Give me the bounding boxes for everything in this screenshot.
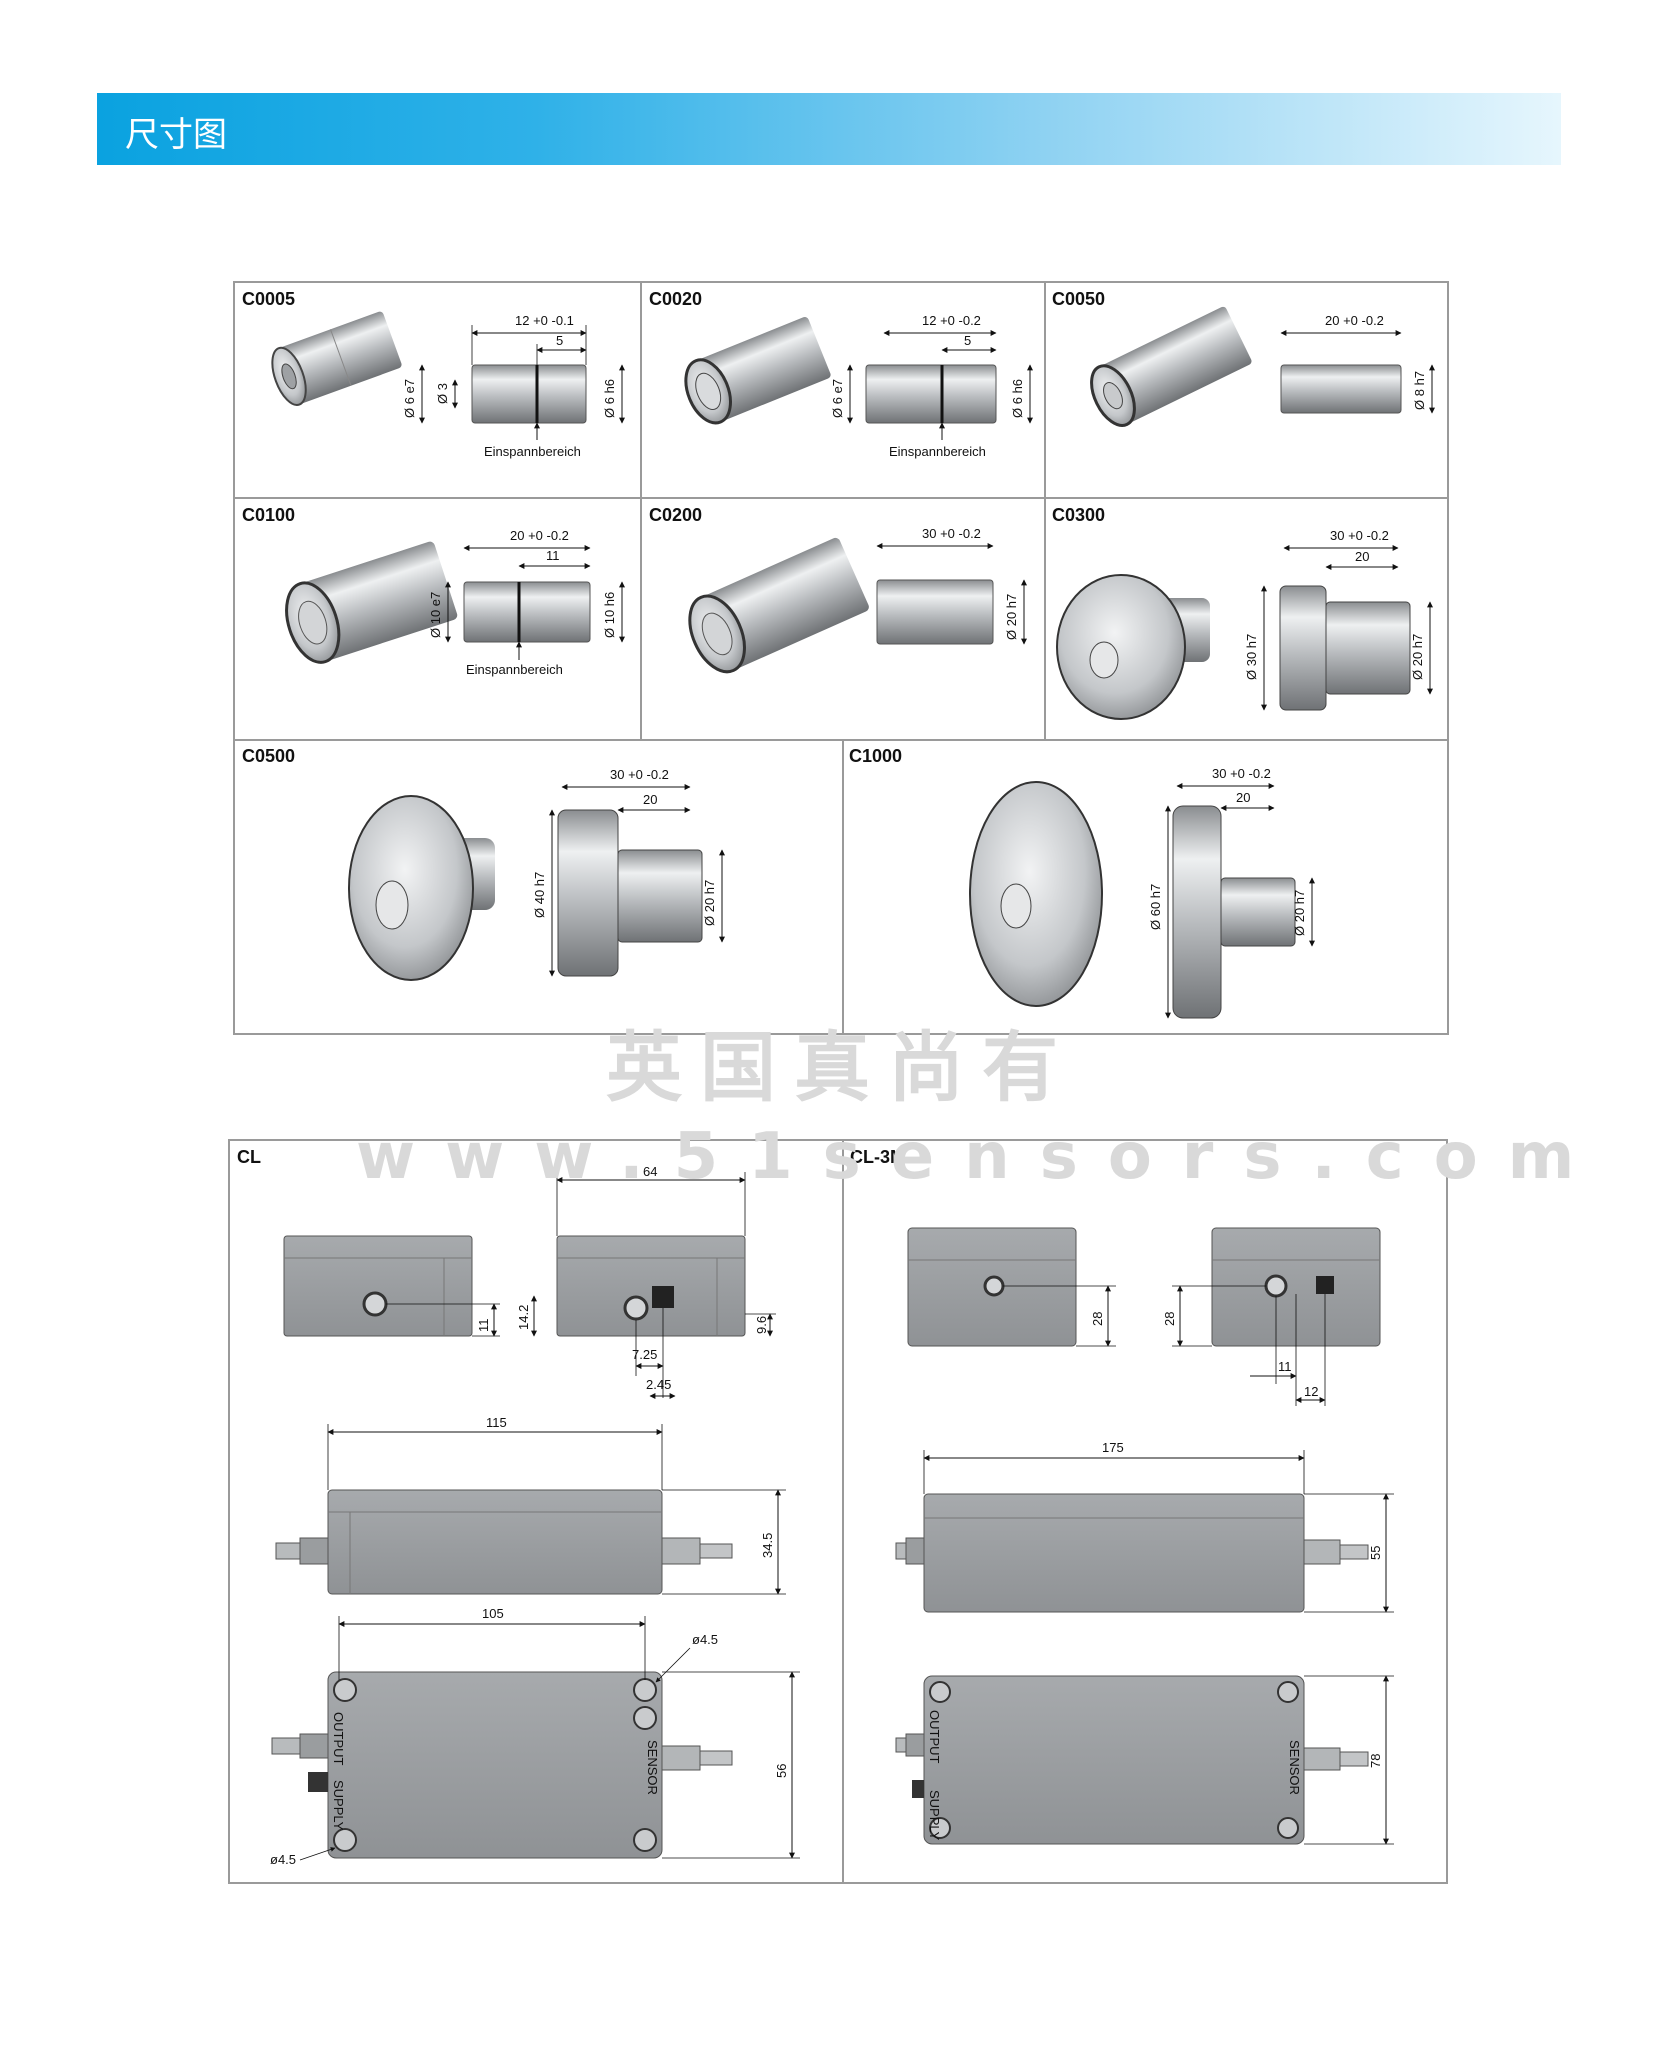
dim-175: 175 xyxy=(1102,1440,1124,1455)
clamp-note: Einspannbereich xyxy=(484,444,581,459)
cell-label: C0200 xyxy=(649,505,702,525)
amplifier-grid xyxy=(228,1139,1448,1884)
dim-64: 64 xyxy=(643,1164,657,1179)
watermark-brand: 英国真尚有 xyxy=(606,1023,1076,1112)
dim-hole-top: ø4.5 xyxy=(692,1632,718,1647)
dim-d20h7: Ø 20 h7 xyxy=(1410,634,1425,680)
cell-c0005: C0005 12 +0 -0.1 5 Ø 6 e7 Ø 3 Ø 6 h6 Ein… xyxy=(242,289,625,459)
cell-label: C0300 xyxy=(1052,505,1105,525)
cl-label: CL xyxy=(237,1147,261,1167)
dim-115: 115 xyxy=(486,1415,507,1430)
dim-length: 30 +0 -0.2 xyxy=(1212,766,1271,781)
cell-c0300: C0300 30 +0 -0.2 20 Ø 30 h7 Ø 20 h7 xyxy=(1052,505,1433,720)
port-supply: SUPPLY xyxy=(927,1790,942,1841)
dim-d10h6: Ø 10 h6 xyxy=(602,592,617,638)
watermark-url: www.51sensors.com xyxy=(356,1120,1604,1194)
dim-7-25: 7.25 xyxy=(632,1347,657,1362)
dim-length: 12 +0 -0.2 xyxy=(922,313,981,328)
dim-2-45: 2.45 xyxy=(646,1377,671,1392)
cell-label: C1000 xyxy=(849,746,902,766)
dim-length: 20 +0 -0.2 xyxy=(1325,313,1384,328)
dim-d20h7: Ø 20 h7 xyxy=(1004,594,1019,640)
dim-d20h7: Ø 20 h7 xyxy=(702,880,717,926)
cell-c0100: C0100 20 +0 -0.2 11 Ø 10 e7 Ø 10 h6 Eins… xyxy=(242,505,625,677)
port-output: OUTPUT xyxy=(927,1710,942,1764)
cell-label: C0050 xyxy=(1052,289,1105,309)
port-supply: SUPPLY xyxy=(331,1780,346,1831)
cl-drawing: CL 11 64 14.2 9.6 7.25 2.45 xyxy=(237,1147,800,1867)
dim-d10e7: Ø 10 e7 xyxy=(428,592,443,638)
dim-length: 30 +0 -0.2 xyxy=(922,526,981,541)
port-sensor: SENSOR xyxy=(645,1740,660,1795)
dim-d6e7: Ø 6 e7 xyxy=(830,379,845,418)
dim-105: 105 xyxy=(482,1606,504,1621)
dim-length: 30 +0 -0.2 xyxy=(1330,528,1389,543)
dim-d8h7: Ø 8 h7 xyxy=(1412,371,1427,410)
cell-label: C0500 xyxy=(242,746,295,766)
dim-20: 20 xyxy=(643,792,657,807)
dim-20: 20 xyxy=(1236,790,1250,805)
dim-34-5: 34.5 xyxy=(760,1533,775,1558)
dim-55: 55 xyxy=(1368,1546,1383,1560)
section-header: 尺寸图 xyxy=(97,93,1561,165)
section-title: 尺寸图 xyxy=(125,115,227,155)
sensor-grid xyxy=(233,281,1449,1035)
cl3m-drawing: CL-3M 28 28 11 12 175 xyxy=(850,1147,1394,1845)
dim-hole-bottom: ø4.5 xyxy=(270,1852,296,1867)
dim-d3: Ø 3 xyxy=(435,383,450,404)
dim-d6h6: Ø 6 h6 xyxy=(1010,379,1025,418)
cell-label: C0100 xyxy=(242,505,295,525)
clamp-note: Einspannbereich xyxy=(889,444,986,459)
dim-11: 11 xyxy=(1278,1359,1292,1374)
cell-c0020: C0020 12 +0 -0.2 5 Ø 6 e7 Ø 6 h6 Einspan… xyxy=(649,289,1033,459)
dim-d6h6: Ø 6 h6 xyxy=(602,379,617,418)
dim-28a: 28 xyxy=(1090,1312,1105,1326)
port-output: OUTPUT xyxy=(331,1712,346,1766)
dim-length: 20 +0 -0.2 xyxy=(510,528,569,543)
dim-12: 12 xyxy=(1304,1384,1318,1399)
dim-d60h7: Ø 60 h7 xyxy=(1148,884,1163,930)
dim-length: 30 +0 -0.2 xyxy=(610,767,669,782)
dim-11: 11 xyxy=(546,548,560,563)
dim-d40h7: Ø 40 h7 xyxy=(532,872,547,918)
dim-14-2: 14.2 xyxy=(516,1305,531,1330)
dim-length: 12 +0 -0.1 xyxy=(515,313,574,328)
dim-5: 5 xyxy=(964,333,971,348)
cell-label: C0005 xyxy=(242,289,295,309)
cell-c0500: C0500 30 +0 -0.2 20 Ø 40 h7 Ø 20 h7 xyxy=(242,746,725,981)
port-sensor: SENSOR xyxy=(1287,1740,1302,1795)
dim-56: 56 xyxy=(774,1764,789,1778)
cell-c1000: C1000 30 +0 -0.2 20 Ø 60 h7 Ø 20 h7 xyxy=(849,746,1315,1019)
cl3m-label: CL-3M xyxy=(850,1147,905,1167)
clamp-note: Einspannbereich xyxy=(466,662,563,677)
dim-9-6: 9.6 xyxy=(754,1316,769,1334)
dim-d20h7: Ø 20 h7 xyxy=(1292,890,1307,936)
dim-d30h7: Ø 30 h7 xyxy=(1244,634,1259,680)
dim-11: 11 xyxy=(476,1319,491,1333)
dim-28b: 28 xyxy=(1162,1312,1177,1326)
dim-5: 5 xyxy=(556,333,563,348)
cell-c0200: C0200 30 +0 -0.2 Ø 20 h7 xyxy=(649,505,1027,674)
dim-78: 78 xyxy=(1368,1754,1383,1768)
dim-20: 20 xyxy=(1355,549,1369,564)
cell-label: C0020 xyxy=(649,289,702,309)
dim-d6e7: Ø 6 e7 xyxy=(402,379,417,418)
cell-c0050: C0050 20 +0 -0.2 Ø 8 h7 xyxy=(1052,289,1435,427)
